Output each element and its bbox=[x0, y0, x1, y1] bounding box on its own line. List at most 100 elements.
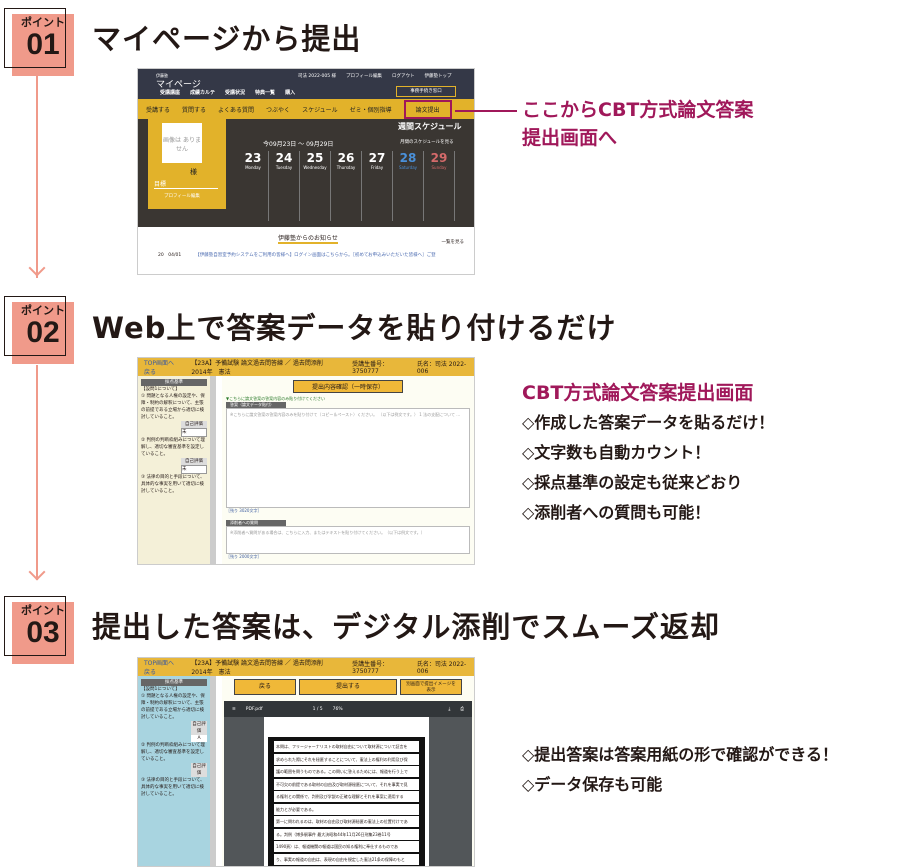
day-number: 24 bbox=[275, 151, 293, 165]
nav-essay-submit[interactable]: 論文提出 bbox=[403, 99, 452, 119]
confirm-save-button[interactable]: 提出内容確認（一時保存） bbox=[293, 380, 403, 393]
download-icon[interactable]: ⤓ bbox=[448, 707, 451, 712]
day-name: Saturday bbox=[398, 165, 418, 170]
news-link[interactable]: 【伊藤塾自習室予約システムをご利用の皆様へ】ログイン画面はこちらから。［初めてお… bbox=[195, 253, 436, 258]
logo: マイページ bbox=[156, 80, 201, 90]
news-title: 伊藤塾からのお知らせ bbox=[278, 235, 338, 244]
pdf-viewer[interactable]: 本問は、フリージャーナリストの取材自由について取材源について証言を求められた際に… bbox=[224, 717, 472, 866]
point-badge-03: ポイント 03 bbox=[4, 596, 74, 664]
callout-line-1: ここからCBT方式論文答案 bbox=[522, 99, 754, 121]
self-eval-label: 自己評価 bbox=[181, 458, 207, 465]
answer-line: 護の範囲を問うものである。この問いに答えるためには、報道を行う上で bbox=[274, 766, 419, 777]
nav-faq[interactable]: よくある質問 bbox=[218, 106, 255, 114]
self-eval-select[interactable]: 未 bbox=[181, 428, 207, 437]
news-more-link[interactable]: 一覧を見る bbox=[441, 240, 465, 245]
day-number: 28 bbox=[399, 151, 417, 165]
exam-title: 【23A】予備試験 論文過去問答練 ／ 過去問添削 2014年 憲法 bbox=[191, 360, 329, 376]
self-eval-select[interactable]: 未 bbox=[181, 465, 207, 474]
preview-window-button[interactable]: 別画面で提出イメージを表示 bbox=[400, 679, 462, 695]
tab-purchase[interactable]: 購入 bbox=[285, 90, 296, 96]
criteria-header: 採点基準 bbox=[141, 379, 207, 386]
menu-icon[interactable]: ≡ bbox=[232, 706, 236, 712]
logo-small: 伊藤塾 bbox=[156, 73, 168, 78]
user-link[interactable]: 司法 2022-005 様 bbox=[298, 74, 337, 79]
profile-photo: 画像は ありません bbox=[162, 123, 202, 163]
criteria-item: ② 判例の判断枠組みについて理解し、適切な審査基準を設定していること。 bbox=[141, 743, 205, 762]
connector-line bbox=[36, 365, 38, 580]
nav-schedule[interactable]: スケジュール bbox=[302, 106, 338, 114]
day-number: 26 bbox=[337, 151, 355, 165]
profile-edit-link[interactable]: プロフィール編集 bbox=[164, 194, 200, 199]
badge-label: ポイント bbox=[21, 16, 65, 29]
zoom-level[interactable]: 76% bbox=[332, 706, 343, 712]
honorific: 様 bbox=[190, 168, 197, 176]
criteria-item: ① 問題となる人権の設定や、保障・制約の解釈について、主張の前提である立場から適… bbox=[141, 694, 205, 720]
feature-item: ◇データ保存も可能 bbox=[522, 775, 663, 794]
goal-field[interactable]: 目標 bbox=[154, 179, 218, 189]
day-name: Thursday bbox=[336, 165, 356, 170]
student-name: 氏名：司法 2022-006 bbox=[416, 361, 467, 375]
feature-item: ◇採点基準の設定も従来どおり bbox=[522, 473, 743, 492]
nav-question[interactable]: 質問する bbox=[182, 106, 207, 114]
nav-attend[interactable]: 受講する bbox=[146, 106, 171, 114]
monthly-schedule-link[interactable]: 月間のスケジュールを見る bbox=[400, 140, 454, 145]
point-badge-01: ポイント 01 bbox=[4, 8, 74, 76]
question-tab: 添削者への質問 bbox=[226, 520, 286, 526]
top-link[interactable]: 伊藤塾トップ bbox=[424, 74, 452, 79]
returned-answer-screenshot: TOP画面へ戻る 【23A】予備試験 論文過去問答練 ／ 過去問添削 2014年… bbox=[137, 657, 475, 867]
answer-line: り、事実の報道の自由は、表現の自由を規定した憲法21条の保障のもと bbox=[274, 853, 419, 865]
answer-line: 本問は、フリージャーナリストの取材自由について取材源について証言を bbox=[274, 741, 419, 752]
answer-line: 第一に問われるのは、取材の自由及び取材源秘匿の憲法上の位置付けであ bbox=[274, 816, 419, 827]
back-to-top-link[interactable]: TOP画面へ戻る bbox=[144, 360, 175, 376]
self-eval-label: 自己評価 bbox=[191, 763, 207, 777]
mypage-screenshot: 伊藤塾 マイページ 司法 2022-005 様 プロフィール編集 ログアウト 伊… bbox=[137, 68, 475, 275]
pdf-toolbar: ≡ PDF.pdf 1 / 5 76% ⤓ ⎙ bbox=[224, 701, 472, 717]
tab-benefits[interactable]: 特典一覧 bbox=[255, 90, 276, 96]
submit-button[interactable]: 提出する bbox=[299, 679, 397, 695]
answer-textarea[interactable]: ※こちらに論文答案の答案内容のみを貼り付けて（コピー＆ペースト）ください。 （以… bbox=[226, 408, 470, 508]
profile-link[interactable]: プロフィール編集 bbox=[346, 74, 382, 79]
day-name: Wednesday bbox=[303, 165, 327, 170]
criteria-item: ③ 法律の目的と手段について、具体的な事実を用いて適切に検討していること。 bbox=[141, 475, 205, 494]
tab-status[interactable]: 受講状況 bbox=[225, 90, 246, 96]
answer-line: る権利との関係で、判例及び学説の正確な理解とそれを事案に適用する bbox=[274, 791, 419, 802]
day-number: 23 bbox=[244, 151, 262, 165]
answer-char-count: ［残り 3020文字］ bbox=[226, 508, 262, 513]
nav-seminar[interactable]: ゼミ・個別指導 bbox=[349, 106, 392, 114]
arrow-down-icon bbox=[28, 563, 46, 581]
answer-line: 1490頁）は、報道機関の報道は国民の知る権利に奉仕するものであ bbox=[274, 841, 419, 852]
student-number: 受講生番号：3750777 bbox=[352, 661, 389, 675]
logout-link[interactable]: ログアウト bbox=[391, 74, 415, 79]
answer-line: る。判例（博多駅事件 最大決昭和44年11月26日刑集23巻11号 bbox=[274, 828, 419, 840]
back-to-top-link[interactable]: TOP画面へ戻る bbox=[144, 660, 175, 676]
schedule-title: 週間スケジュール bbox=[398, 122, 462, 131]
grading-criteria-panel[interactable]: 採点基準 【設問1について】 ① 問題となる人権の設定や、保障・制約の解釈につい… bbox=[138, 376, 216, 564]
point-heading: 提出した答案は、デジタル添削でスムーズ返却 bbox=[92, 610, 720, 644]
answer-line: 不可欠の前提である取材の自由及び取材源秘匿について、それを事実で見 bbox=[274, 778, 419, 790]
nav-tweet[interactable]: つぶやく bbox=[266, 106, 291, 114]
print-icon[interactable]: ⎙ bbox=[460, 707, 464, 712]
feature-list-3: ◇提出答案は答案用紙の形で確認ができる！ ◇データ保存も可能 bbox=[522, 740, 838, 800]
badge-number: 03 bbox=[26, 616, 60, 649]
question-textarea[interactable]: ※添削者へ質問がある場合は、こちらに入力、またはテキストを貼り付けてください。（… bbox=[226, 526, 470, 554]
badge-label: ポイント bbox=[21, 604, 65, 617]
student-name: 氏名：司法 2022-006 bbox=[416, 661, 467, 675]
grading-criteria-panel[interactable]: 採点基準 【設問1について】 ① 問題となる人権の設定や、保障・制約の解釈につい… bbox=[138, 676, 216, 866]
criteria-item: ② 判例の判断枠組みについて理解し、適切な審査基準を設定していること。 bbox=[141, 438, 205, 457]
back-button[interactable]: 戻る bbox=[234, 679, 296, 695]
tab-results[interactable]: 成績カルテ bbox=[190, 90, 216, 96]
point-heading: Web上で答案データを貼り付けるだけ bbox=[92, 311, 617, 345]
page-indicator[interactable]: 1 / 5 bbox=[312, 706, 323, 712]
week-range: 今09月23日 〜 09月29日 bbox=[263, 141, 334, 148]
tab-courses[interactable]: 受講講座 bbox=[160, 90, 181, 96]
day-name: Tuesday bbox=[275, 165, 293, 170]
procedure-button[interactable]: 事務手続き窓口 bbox=[396, 86, 456, 97]
